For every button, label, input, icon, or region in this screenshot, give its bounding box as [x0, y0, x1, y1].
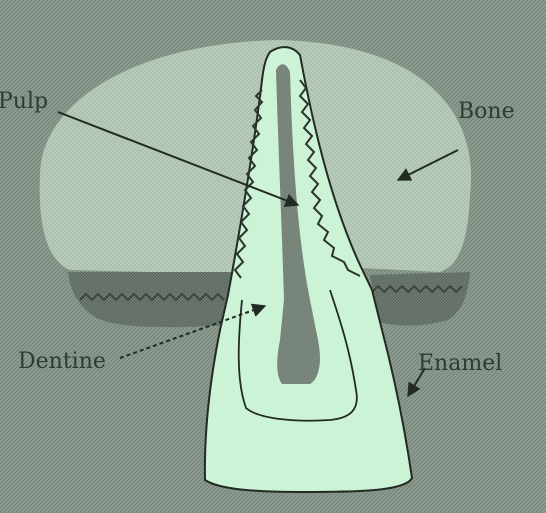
pulp-label: Pulp	[0, 89, 48, 114]
dentine-label: Dentine	[18, 349, 106, 374]
bone-label: Bone	[458, 99, 515, 124]
enamel-label: Enamel	[418, 351, 502, 376]
